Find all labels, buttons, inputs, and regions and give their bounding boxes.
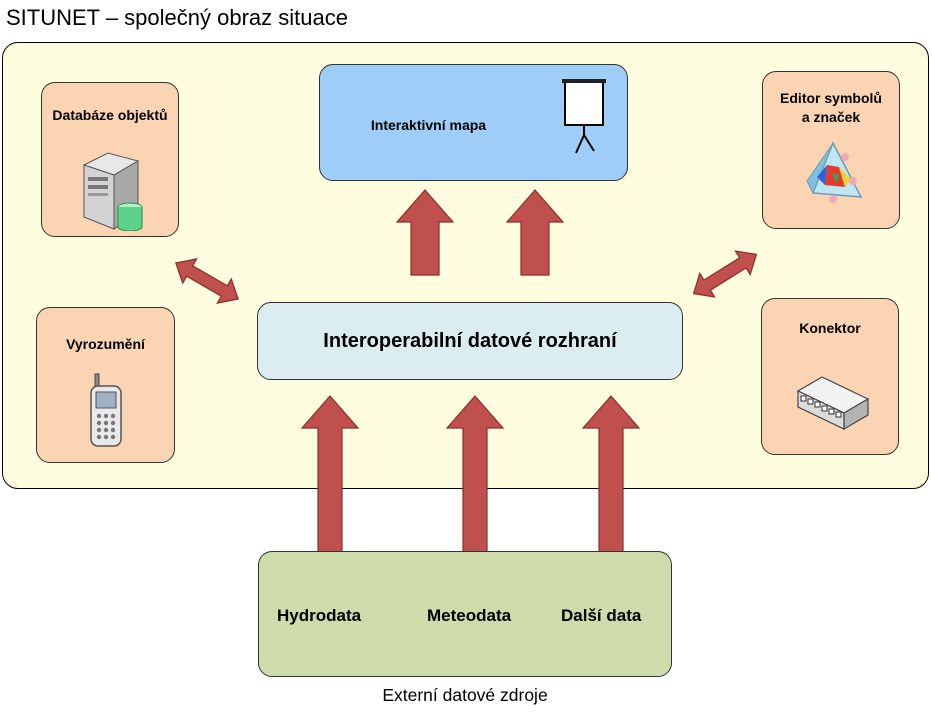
- meteodata-label: Meteodata: [427, 606, 512, 625]
- arrow-interface-editor: [692, 250, 758, 298]
- arrow-interface-to-map-right: [505, 189, 565, 276]
- network-switch-icon: [796, 376, 870, 431]
- mobile-phone-icon: [90, 373, 122, 447]
- connector-label: Konektor: [799, 320, 861, 336]
- symbol-editor-box: Editor symbolů a značek: [762, 71, 900, 229]
- arrow-interface-to-map-left: [395, 189, 455, 276]
- database-label: Databáze objektů: [52, 107, 168, 123]
- interactive-map-box: Interaktivní mapa: [319, 64, 628, 181]
- presentation-board-icon: [562, 79, 606, 154]
- other-data-label: Další data: [561, 606, 642, 625]
- external-sources-box: [258, 551, 672, 677]
- arrow-database-interface: [175, 258, 239, 304]
- server-icon: [82, 152, 143, 231]
- interactive-map-label: Interaktivní mapa: [370, 117, 487, 133]
- symbol-editor-label-line2: a značek: [801, 109, 861, 125]
- data-interface-box: Interoperabilní datové rozhraní: [257, 302, 683, 380]
- notification-label: Vyrozumění: [66, 336, 145, 352]
- symbol-editor-label-line1: Editor symbolů: [780, 90, 882, 106]
- hydrodata-label: Hydrodata: [277, 606, 362, 625]
- connector-box: Konektor: [761, 298, 899, 455]
- notification-box: Vyrozumění: [36, 307, 175, 463]
- data-interface-label: Interoperabilní datové rozhraní: [323, 330, 617, 352]
- external-sources-caption: Externí datové zdroje: [382, 685, 548, 705]
- prism-icon: [806, 141, 863, 203]
- database-box: Databáze objektů: [41, 82, 179, 237]
- page-title: SITUNET – společný obraz situace: [6, 5, 348, 30]
